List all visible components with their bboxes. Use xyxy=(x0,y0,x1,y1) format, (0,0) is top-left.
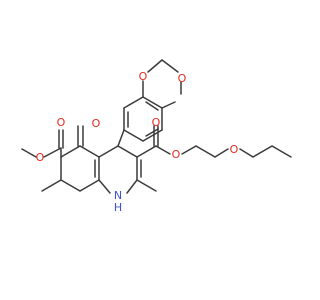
bond xyxy=(142,96,163,109)
bond xyxy=(271,145,292,158)
bond xyxy=(117,145,138,158)
bond xyxy=(123,129,144,142)
bond-methyl xyxy=(21,148,37,158)
bond-double-inner xyxy=(145,101,159,111)
bond xyxy=(43,147,62,158)
bond xyxy=(214,148,229,158)
methyl-ester-group xyxy=(21,129,64,158)
bond xyxy=(79,179,100,192)
atom-o-ether: O xyxy=(230,143,239,156)
atom-o-ester-right-carbonyl: O xyxy=(152,116,161,129)
atom-n-ring: N xyxy=(114,189,122,202)
atom-o-dioxole-right: O xyxy=(178,72,187,85)
bond xyxy=(252,145,273,158)
bond xyxy=(142,129,163,142)
bond xyxy=(195,145,216,158)
bond xyxy=(60,145,81,158)
molecule-canvas: O O O O O O O O N H xyxy=(21,59,292,214)
molecule-structure: O O O O O O O O N H xyxy=(21,59,292,214)
atom-o-dioxole-top: O xyxy=(139,70,148,83)
bond xyxy=(79,145,100,158)
bond-methyl xyxy=(41,179,62,192)
bond xyxy=(98,179,111,194)
atom-o-ketone: O xyxy=(92,117,101,130)
bond xyxy=(161,101,176,109)
bond xyxy=(60,179,81,192)
bond-methyl xyxy=(136,179,157,192)
bond xyxy=(147,59,163,73)
bond xyxy=(239,148,254,158)
dihydropyridine-ring xyxy=(94,145,142,194)
bond xyxy=(136,145,157,158)
atom-h-ring: H xyxy=(114,201,122,214)
bond xyxy=(126,179,138,194)
bond xyxy=(123,96,144,109)
propoxyethyl-ester-group xyxy=(136,125,292,158)
atom-o-ester-right-link: O xyxy=(172,148,181,161)
bond xyxy=(155,145,171,155)
cyclohexanone-ring xyxy=(41,125,100,192)
bond-double-inner xyxy=(145,128,159,137)
atom-o-ester-left-methoxy: O xyxy=(36,151,45,164)
atom-o-ester-left-carbonyl: O xyxy=(57,116,66,129)
bond xyxy=(161,59,179,73)
benzodioxole-group xyxy=(123,59,182,142)
bond xyxy=(117,129,125,147)
bond xyxy=(98,145,119,158)
bond xyxy=(181,145,197,155)
